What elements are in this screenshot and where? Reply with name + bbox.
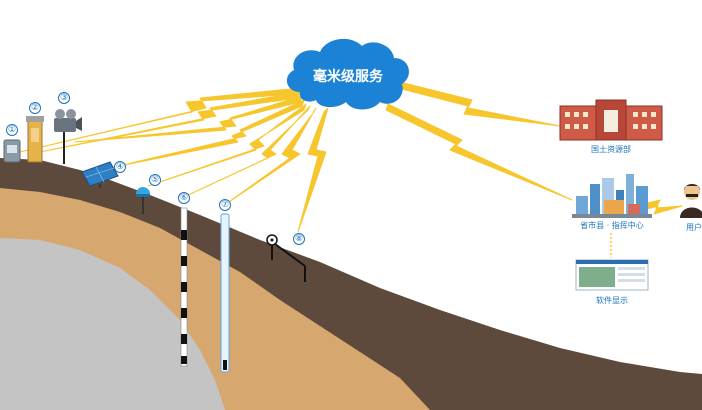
station-4-number: ④ <box>116 162 124 172</box>
station-1-badge <box>6 124 18 136</box>
bolt-to-station-5 <box>147 103 307 187</box>
station-6-badge <box>178 192 190 204</box>
user-icon <box>680 184 702 218</box>
station-7-piezometer <box>220 213 230 373</box>
bolt-to-station-6 <box>185 105 311 197</box>
software-label: 软件显示 <box>596 295 628 305</box>
bolt-to-station-7 <box>225 107 317 205</box>
station-5-number: ⑤ <box>151 175 159 185</box>
station-7-badge <box>219 199 231 211</box>
command-center-label: 省市县 · 指挥中心 <box>580 220 644 230</box>
station-6-number: ⑥ <box>180 193 188 203</box>
station-4-solar-panel <box>81 161 119 188</box>
station-6-inclinometer <box>180 207 188 367</box>
station-1-control-box <box>3 139 21 163</box>
station-8-badge <box>293 233 305 245</box>
software-window <box>575 259 649 291</box>
bolt-to-command-center <box>385 103 573 201</box>
station-5-gnss-antenna <box>136 187 150 214</box>
station-7-number: ⑦ <box>221 200 229 210</box>
terrain <box>0 158 702 410</box>
station-8-crack-meter <box>266 234 306 282</box>
rock-layer <box>0 238 225 410</box>
station-8-number: ⑧ <box>295 234 303 244</box>
station-3-badge <box>58 92 70 104</box>
station-2-number: ② <box>31 103 39 113</box>
station-5-badge <box>149 174 161 186</box>
land-bureau-label: 国土资源部 <box>591 144 631 154</box>
cloud: 毫米级服务 <box>286 38 409 110</box>
bolt-to-land-bureau <box>389 79 561 127</box>
signal-bolts <box>19 79 683 233</box>
station-2-badge <box>29 102 41 114</box>
bolt-to-station-1 <box>19 87 301 153</box>
cloud-label: 毫米级服务 <box>313 68 384 85</box>
user-label: 用户 <box>686 222 702 232</box>
station-4-badge <box>114 161 126 173</box>
command-center-skyline <box>572 174 652 218</box>
bolt-to-station-8 <box>297 107 329 233</box>
station-3-number: ③ <box>60 93 68 103</box>
station-2-cabinet <box>26 116 44 163</box>
station-3-camera <box>54 109 82 164</box>
cloud-shape <box>286 38 409 110</box>
bolt-to-station-4 <box>109 99 305 169</box>
bolt-to-station-2 <box>39 91 301 153</box>
land-bureau-building <box>559 99 663 141</box>
bolt-to-station-3 <box>74 95 303 143</box>
station-1-number: ① <box>8 125 16 135</box>
